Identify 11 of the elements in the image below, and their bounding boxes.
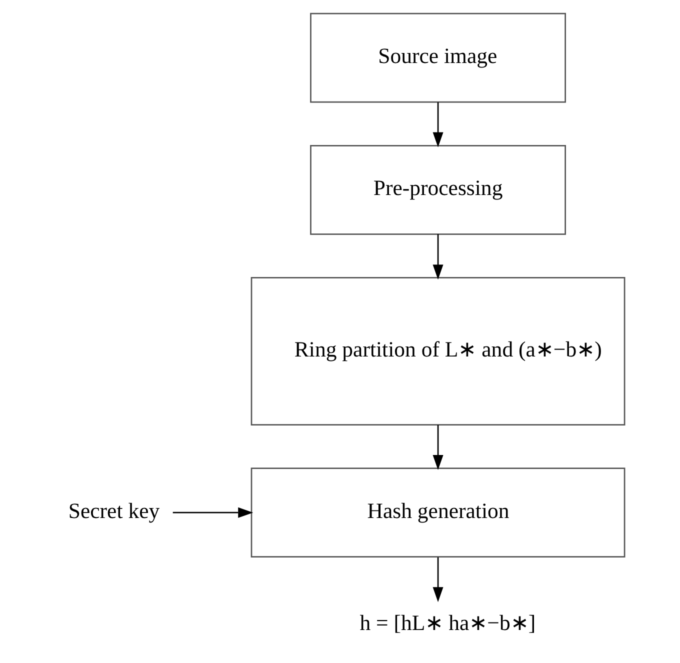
arrow	[432, 557, 444, 602]
node-text: Secret key	[68, 498, 160, 523]
arrow	[432, 234, 444, 280]
node-box: Pre-processing	[310, 144, 566, 235]
arrow	[172, 507, 254, 518]
node-text: h = [hL∗ ha∗−b∗]	[360, 611, 536, 636]
node-box: Hash generation	[250, 468, 626, 558]
node-box: Ring partition of L∗ and (a∗−b∗)	[250, 277, 626, 426]
arrow	[432, 424, 444, 470]
arrow	[432, 102, 444, 148]
node-box: Source image	[310, 12, 566, 103]
